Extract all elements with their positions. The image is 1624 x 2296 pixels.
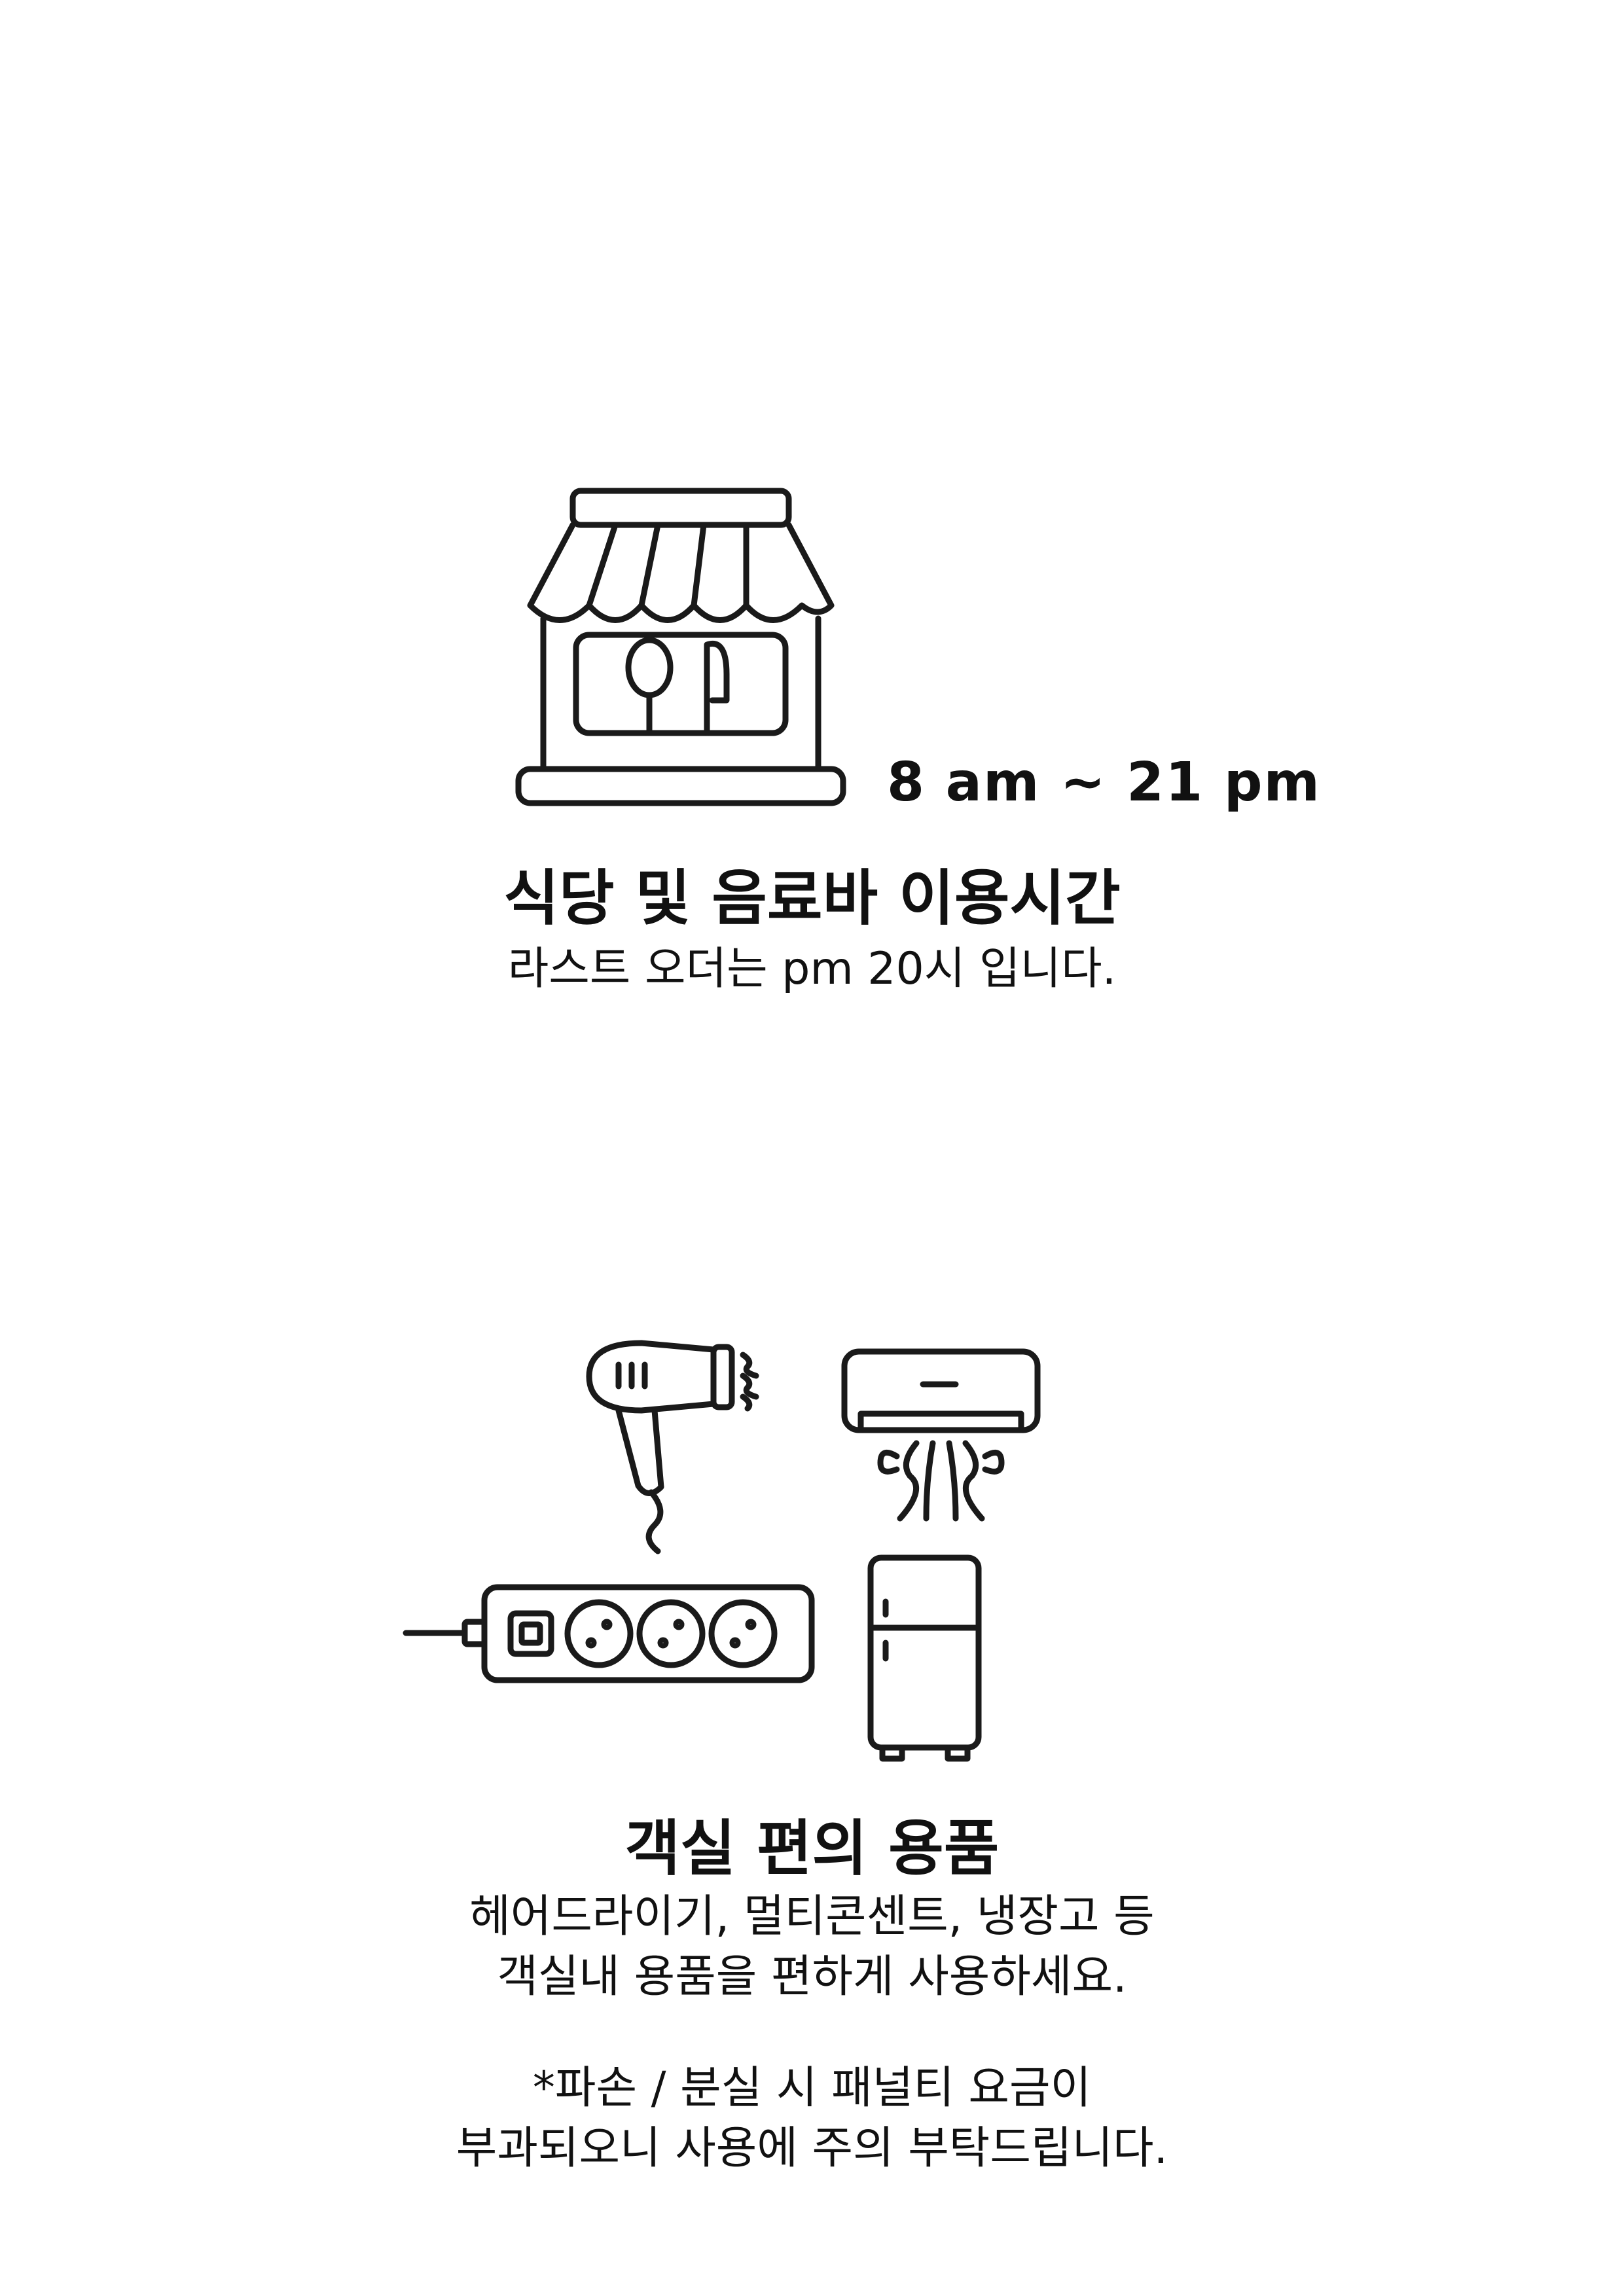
restaurant-section-title: 식당 및 음료바 이용시간 <box>503 863 1121 933</box>
restaurant-storefront-icon <box>515 488 846 806</box>
opening-hours: 8 am ~ 21 pm <box>887 751 1321 814</box>
air-conditioner-icon <box>841 1348 1041 1522</box>
damage-warning-line-2: 부과되오니 사용에 주의 부탁드립니다. <box>456 2123 1168 2174</box>
power-strip-icon <box>403 1584 815 1683</box>
amenities-line-2: 객실내 용품을 편하게 사용하세요. <box>497 1951 1127 2003</box>
refrigerator-icon <box>867 1554 982 1762</box>
damage-warning-line-1: *파손 / 분실 시 패널티 요금이 <box>532 2062 1092 2114</box>
hair-dryer-icon <box>586 1340 759 1554</box>
amenities-section-title: 객실 편의 용품 <box>624 1814 1000 1884</box>
last-order-note: 라스트 오더는 pm 20시 입니다. <box>507 943 1117 995</box>
amenities-line-1: 헤어드라이기, 멀티콘센트, 냉장고 등 <box>469 1891 1155 1943</box>
